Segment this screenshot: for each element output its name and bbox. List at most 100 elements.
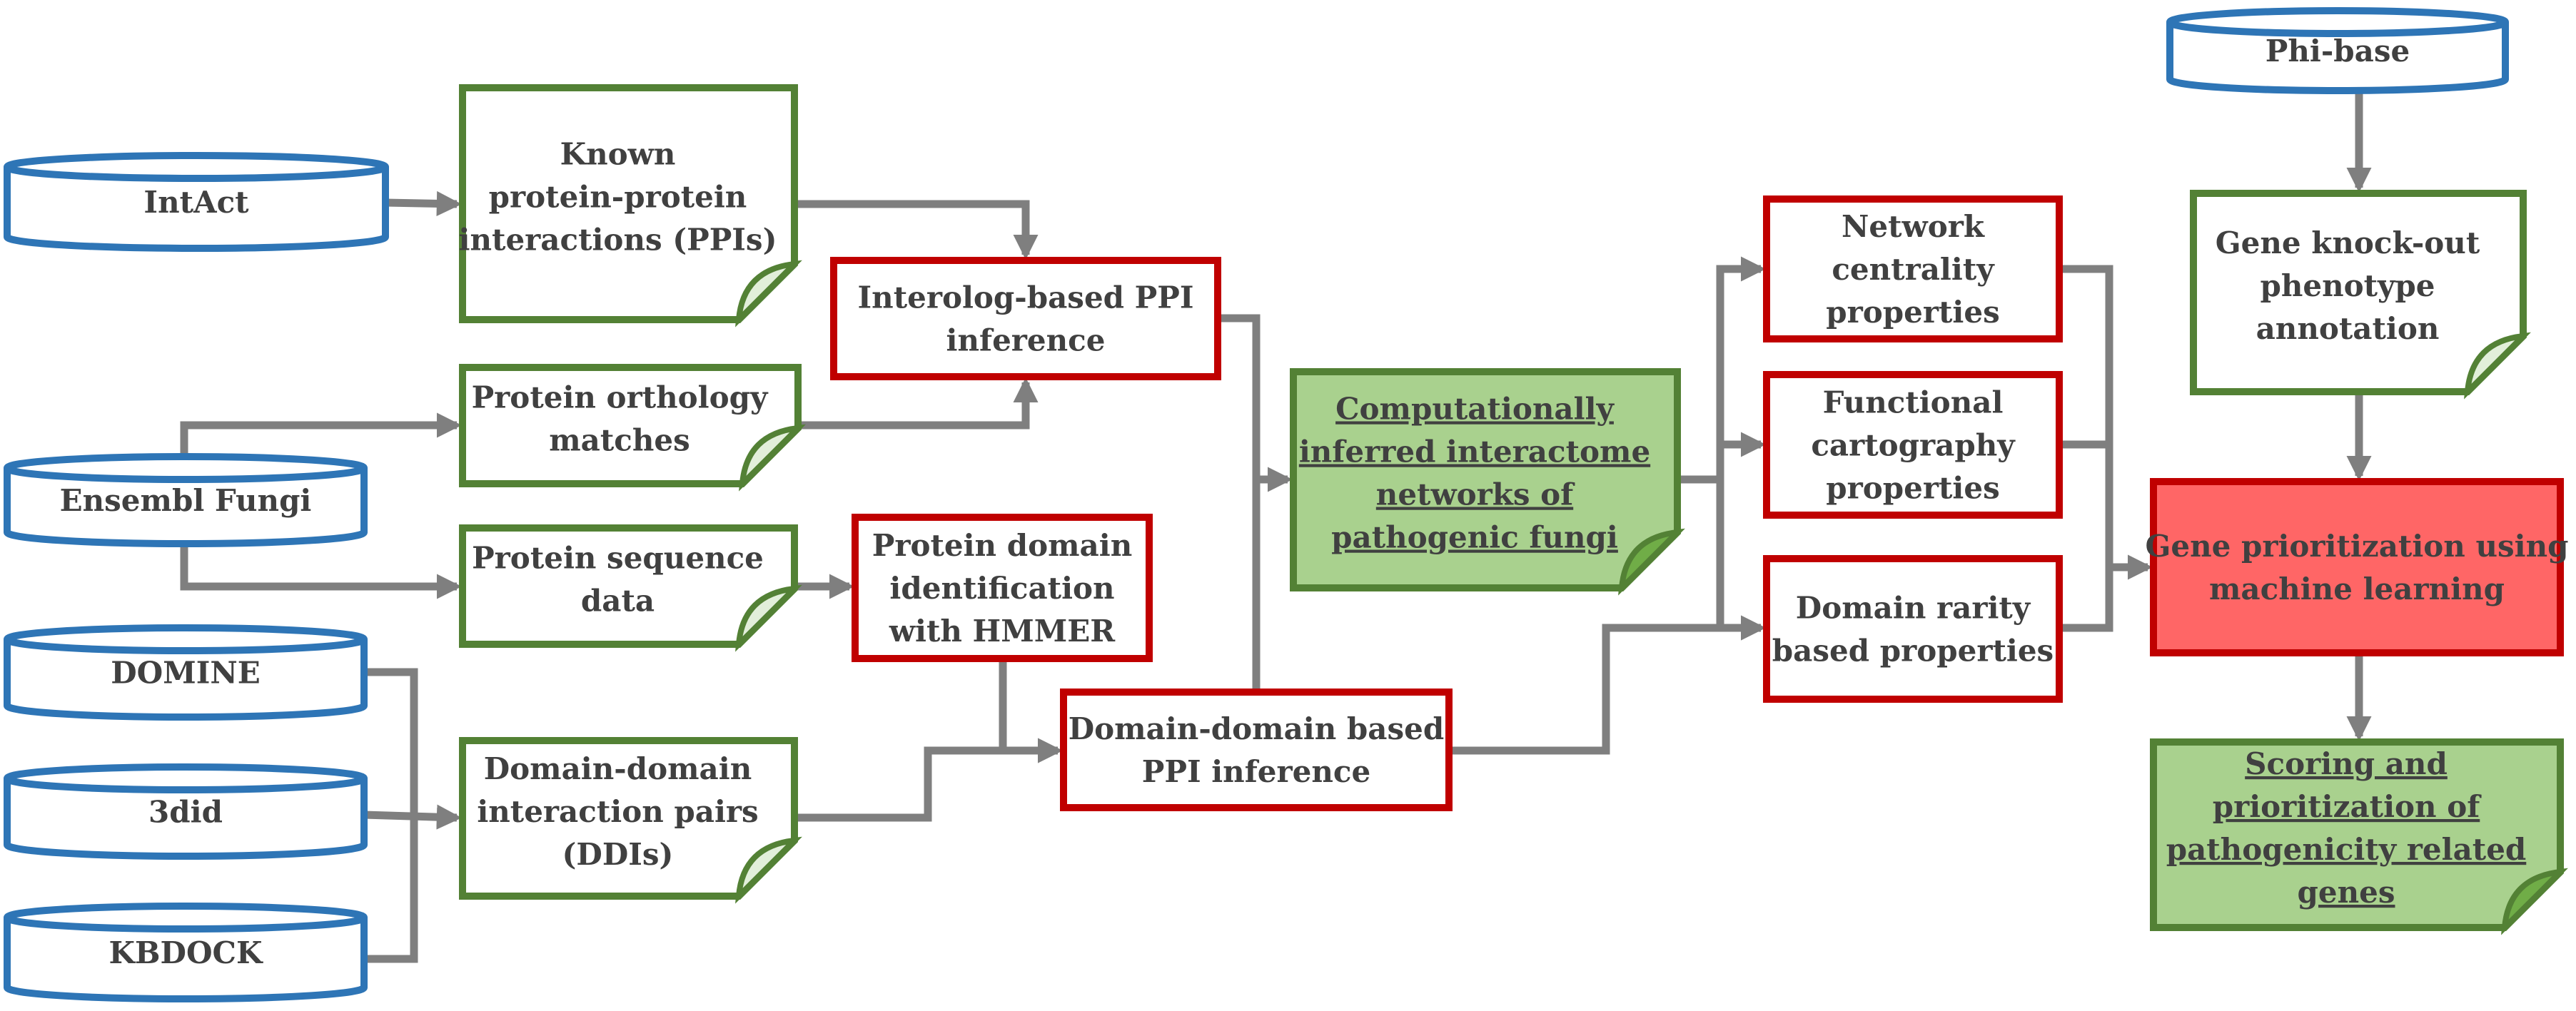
process-shape <box>1060 689 1453 811</box>
node-label-line: networks of <box>1376 477 1575 512</box>
node-label-line: inferred interactome <box>1299 435 1650 469</box>
process-shape <box>1763 555 2063 703</box>
node-label-line: pathogenic fungi <box>1331 520 1618 555</box>
node-interolog: Interolog-based PPI inference <box>830 257 1221 380</box>
node-label-line: interaction pairs <box>477 794 758 829</box>
node-scoring: Scoring and prioritization of pathogenicit… <box>2150 738 2568 935</box>
node-label-line: pathogenicity related <box>2166 832 2527 867</box>
node-kbdock: KBDOCK <box>4 903 368 1002</box>
arrow-rarity-to-prioritization <box>2059 567 2113 632</box>
node-label-line: annotation <box>2256 311 2440 346</box>
database-shape <box>4 903 368 1002</box>
node-label-line: identification <box>889 571 1114 606</box>
node-cartography: Functional cartography properties <box>1763 371 2063 519</box>
node-label-line: Protein sequence <box>472 541 764 576</box>
node-label-line: Computationally <box>1335 392 1615 427</box>
node-label-line: matches <box>549 423 690 458</box>
process-shape <box>852 514 1153 662</box>
node-centrality: Network centrality properties <box>1763 195 2063 342</box>
node-label-line: Domain rarity <box>1796 591 2031 626</box>
node-label-line: PPI inference <box>1142 754 1370 789</box>
node-intact: IntAct <box>4 152 389 252</box>
node-label-line: with HMMER <box>889 614 1116 649</box>
arrow-ddi-to-domain_ppi <box>794 738 1064 822</box>
node-sequence: Protein sequence data <box>459 524 802 652</box>
database-shape <box>4 763 368 860</box>
node-label-line: interactions (PPIs) <box>459 223 777 258</box>
node-interactome: Computationally inferred interactome netwo… <box>1290 368 1685 596</box>
arrow-centrality-to-prioritization <box>2059 265 2153 580</box>
document-shape <box>2190 190 2531 400</box>
process-shape <box>830 257 1221 380</box>
node-label-line: IntAct <box>143 185 249 220</box>
node-label-line: based properties <box>1772 634 2054 669</box>
arrow-known_ppis-to-interolog <box>794 200 1039 260</box>
node-label-line: phenotype <box>2260 268 2435 303</box>
node-label-line: protein-protein <box>489 180 747 215</box>
document-shape <box>459 84 802 327</box>
node-ensembl: Ensembl Fungi <box>4 453 368 547</box>
node-prioritization: Gene prioritization using machine learnin… <box>2145 478 2569 656</box>
node-rarity: Domain rarity based properties <box>1763 555 2063 703</box>
highlight-shape <box>2150 738 2568 935</box>
node-label-line: KBDOCK <box>109 935 263 970</box>
node-label-line: Interolog-based PPI <box>858 280 1194 315</box>
node-label-line: Domain-domain based <box>1069 711 1444 746</box>
node-domine: DOMINE <box>4 624 368 721</box>
database-shape <box>2166 7 2509 94</box>
arrow-ensembl-to-orthology <box>180 412 463 457</box>
node-label-line: Gene knock-out <box>2216 225 2480 260</box>
node-label-line: 3did <box>148 795 223 830</box>
arrow-orthology-to-interolog <box>798 377 1039 430</box>
arrow-interactome-to-centrality <box>1677 256 1767 484</box>
node-label-line: (DDIs) <box>562 837 674 872</box>
node-orthology: Protein orthology matches <box>459 364 806 492</box>
database-shape <box>4 624 368 721</box>
document-shape <box>459 364 806 492</box>
node-label-line: Gene prioritization using <box>2145 529 2568 564</box>
node-label-line: prioritization of <box>2213 789 2482 824</box>
node-label-line: inference <box>946 323 1106 358</box>
node-label-line: Network <box>1842 209 1985 244</box>
database-shape <box>4 152 389 252</box>
process-shape <box>1763 195 2063 342</box>
node-label-line: cartography <box>1811 428 2016 463</box>
node-label-line: Protein domain <box>872 528 1133 563</box>
node-label-line: properties <box>1826 295 1999 330</box>
node-ddi: Domain-domain interaction pairs (DDIs) <box>459 737 802 904</box>
node-label-line: Ensembl Fungi <box>60 483 312 518</box>
highlight-shape <box>1290 368 1685 596</box>
node-label-line: properties <box>1826 471 1999 506</box>
node-label-line: machine learning <box>2209 571 2505 606</box>
node-label-line: Scoring and <box>2245 746 2448 781</box>
node-phibase: Phi-base <box>2166 7 2509 94</box>
document-shape <box>459 737 802 904</box>
node-label-line: Functional <box>1823 385 2004 420</box>
node-label-line: data <box>581 584 655 619</box>
node-known-ppis: Known protein-protein interactions (PPIs) <box>459 84 802 327</box>
arrow-intact-to-known_ppis <box>385 190 463 217</box>
node-label-line: Domain-domain <box>484 751 752 786</box>
node-label-line: DOMINE <box>111 656 261 691</box>
node-label-line: genes <box>2298 875 2395 910</box>
node-label-line: Phi-base <box>2266 34 2410 68</box>
arrow-ensembl-to-sequence <box>180 544 463 599</box>
arrow-hmmer-to-domain_ppi <box>999 659 1064 763</box>
node-hmmer: Protein domain identification with HMMER <box>852 514 1153 662</box>
database-shape <box>4 453 368 547</box>
process-shape <box>1763 371 2063 519</box>
arrow-threedid-to-ddi <box>363 804 463 830</box>
node-knockout: Gene knock-out phenotype annotation <box>2190 190 2531 400</box>
document-shape <box>459 524 802 652</box>
final-shape <box>2150 478 2564 656</box>
node-label-line: Known <box>560 137 676 172</box>
node-label-line: Protein orthology <box>472 380 769 415</box>
arrows-layer <box>180 91 2372 963</box>
arrow-interolog-to-interactome <box>1218 314 1293 492</box>
node-label-line: centrality <box>1832 252 1995 287</box>
arrow-interactome-to-rarity <box>1716 479 1767 641</box>
arrow-domain_ppi-to-rarity <box>1449 615 1767 755</box>
